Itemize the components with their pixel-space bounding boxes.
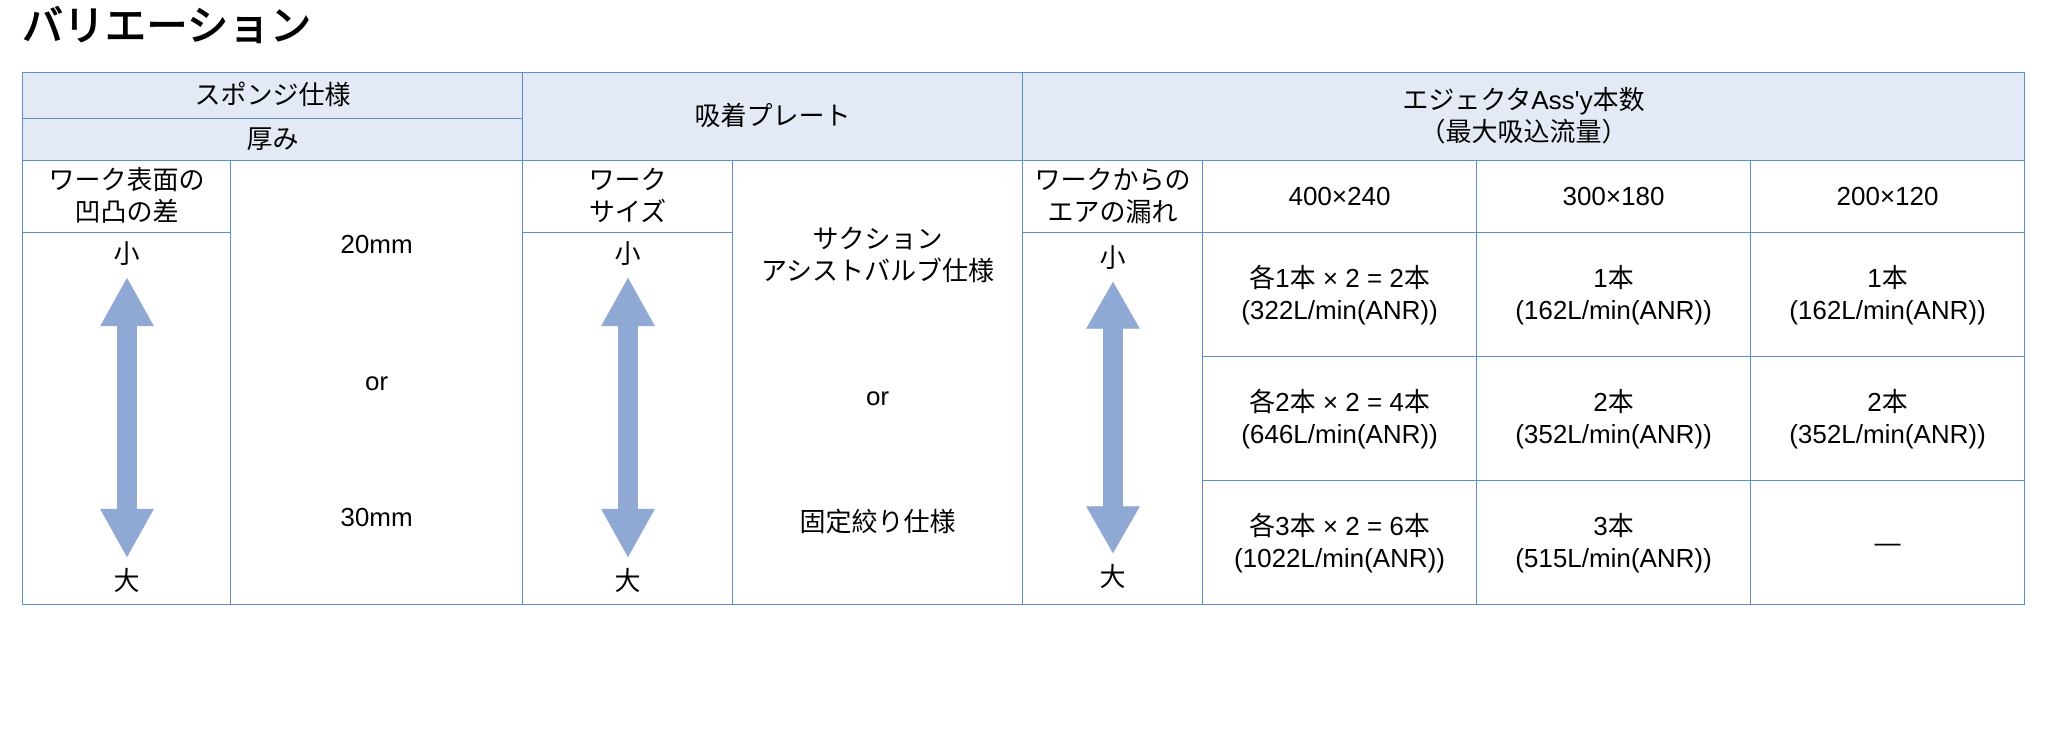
table-row: 小 大 各1本 × 2 = 2本 (322L/min(ANR)) 1本 (162… [1022,232,2026,605]
arrow-label-bottom: 大 [614,566,641,596]
thickness-value-or: or [364,365,389,396]
column-header-label: ワーク表面の 凹凸の差 [48,164,205,227]
column-header-label: ワークからの エアの漏れ [1034,164,1191,227]
thickness-value-top: 20mm [340,229,413,260]
table-row-arrows: 小 大 小 大 [22,232,1023,605]
column-header-label: ワーク サイズ [588,164,667,227]
arrow-label-bottom: 大 [113,566,140,596]
double-headed-vertical-arrow-icon [99,277,154,558]
table-row: 各2本 × 2 = 4本 (646L/min(ANR)) 2本 (352L/mi… [1023,356,2026,481]
table-row-group-header: スポンジ仕様 吸着プレート [21,72,1024,161]
cell-300x180-row1: 1本 (162L/min(ANR)) [1476,232,1751,357]
plate-value-top: サクション アシストバルブ仕様 [761,224,994,286]
cell-300x180-row2: 2本 (352L/min(ANR)) [1476,356,1751,481]
table-row-column-header: ワークからの エアの漏れ 400×240 300×180 200×120 [1022,160,2026,233]
cell-300x180-row3: 3本 (515L/min(ANR)) [1476,480,1751,605]
cell-200x120-row3: — [1749,480,2026,605]
cell-value: 各2本 × 2 = 4本 (646L/min(ANR)) [1241,386,1438,449]
column-header-work-size: ワーク サイズ [522,160,734,233]
column-header-400x240: 400×240 [1202,160,1477,233]
cell-value: 3本 (515L/min(ANR)) [1515,510,1712,573]
cell-value: 1本 (162L/min(ANR)) [1789,262,1986,325]
group-header-suction-plate: 吸着プレート [522,72,1024,161]
column-header-200x120: 200×120 [1749,160,2026,233]
cell-value: 1本 (162L/min(ANR)) [1515,262,1712,325]
cell-value: 各3本 × 2 = 6本 (1022L/min(ANR)) [1234,510,1445,573]
group-header-ejector-assy: エジェクタAss'y本数 （最大吸込流量） [1021,72,2026,161]
page-title: バリエーション [22,3,312,49]
cell-200x120-row2: 2本 (352L/min(ANR)) [1749,356,2026,481]
left-spec-table: スポンジ仕様 吸着プレート 厚み ワーク表面の 凹凸の差 20mm or 30m… [21,72,1024,605]
arrow-label-top: 小 [1099,243,1126,273]
table-row-column-header: ワーク表面の 凹凸の差 20mm or 30mm ワーク サイズ サクション ア… [22,160,1024,605]
arrow-scale-air-leak: 小 大 [1027,235,1198,602]
table-row: 各3本 × 2 = 6本 (1022L/min(ANR)) 3本 (515L/m… [1023,480,2026,605]
right-spec-table: エジェクタAss'y本数 （最大吸込流量） ワークからの エアの漏れ 400×2… [1021,72,2026,605]
arrow-label-bottom: 大 [1099,562,1126,592]
group-header-line2: （最大吸込流量） [1419,116,1628,147]
arrow-scale-work-size: 小 大 [527,235,728,602]
thickness-value-bottom: 30mm [340,501,413,532]
double-headed-vertical-arrow-icon [600,277,655,558]
cell-unevenness-arrow: 小 大 [22,232,231,605]
column-header-air-leak: ワークからの エアの漏れ [1022,160,1203,233]
cell-thickness-values: 20mm or 30mm [229,160,524,605]
cell-400x240-row1: 各1本 × 2 = 2本 (322L/min(ANR)) [1202,232,1477,357]
double-headed-vertical-arrow-icon [1085,281,1140,554]
plate-value-bottom: 固定絞り仕様 [799,507,956,538]
arrow-label-top: 小 [614,239,641,269]
cell-400x240-row2: 各2本 × 2 = 4本 (646L/min(ANR)) [1202,356,1477,481]
cell-200x120-row1: 1本 (162L/min(ANR)) [1749,232,2026,357]
group-header-line1: エジェクタAss'y本数 [1402,84,1645,115]
sub-header-thickness: 厚み [21,118,524,161]
cell-value: 各1本 × 2 = 2本 (322L/min(ANR)) [1241,262,1438,325]
cell-400x240-row3: 各3本 × 2 = 6本 (1022L/min(ANR)) [1202,480,1477,605]
table-row-sub-header: 厚み [21,118,1023,161]
arrow-label-top: 小 [113,239,140,269]
group-header-sponge: スポンジ仕様 [21,72,524,119]
cell-value: 2本 (352L/min(ANR)) [1789,386,1986,449]
column-header-work-surface-unevenness: ワーク表面の 凹凸の差 [22,160,231,233]
cell-plate-values: サクション アシストバルブ仕様 or 固定絞り仕様 [732,160,1024,605]
plate-value-or: or [865,381,890,412]
cell-air-leak-arrow: 小 大 [1022,232,1203,605]
cell-value: 2本 (352L/min(ANR)) [1515,386,1712,449]
column-header-300x180: 300×180 [1476,160,1751,233]
cell-work-size-arrow: 小 大 [522,232,734,605]
cell-value: — [1874,526,1901,557]
arrow-scale-unevenness: 小 大 [27,235,226,602]
table-row-group-header: エジェクタAss'y本数 （最大吸込流量） [1021,72,2026,161]
